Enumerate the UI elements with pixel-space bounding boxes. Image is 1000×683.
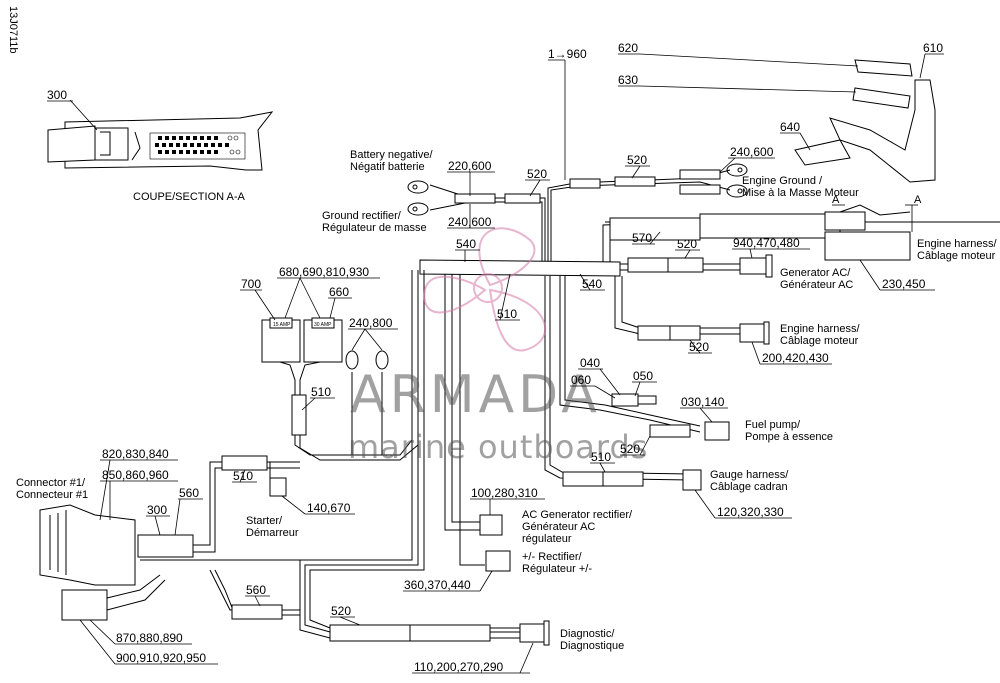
callout-230-450: 230,450	[882, 277, 926, 291]
label-starter-fr: Démarreur	[246, 527, 299, 539]
watermark-tagline: marine outboards	[348, 428, 648, 466]
callout-510-left: 510	[311, 385, 331, 399]
callout-570: 570	[632, 231, 652, 245]
label-engine-harness-2-en: Engine harness/	[780, 323, 860, 335]
label-ground-rect-en: Ground rectifier/	[322, 210, 402, 222]
ecu-connectors-top-right	[794, 59, 936, 261]
callout-630: 630	[618, 73, 638, 87]
callout-900: 900,910,920,950	[116, 651, 206, 665]
connector-pin-grid	[149, 132, 246, 160]
armada-watermark: ARMADA marine outboards	[348, 227, 648, 466]
callout-640: 640	[780, 120, 800, 134]
callout-700: 700	[241, 277, 261, 291]
callout-520-top: 520	[527, 167, 547, 181]
label-engine-harness-1-en: Engine harness/	[917, 238, 997, 250]
label-diagnostic-en: Diagnostic/	[560, 628, 615, 640]
callout-220-600: 220,600	[448, 159, 492, 173]
callout-120-320-330: 120,320,330	[717, 505, 784, 519]
fuse-block: 15 AMP 30 AMP	[261, 317, 343, 363]
label-ac-gen-rect-3: régulateur	[522, 533, 572, 545]
fuse-15-amp: 15 AMP	[273, 322, 291, 328]
callout-300-section: 300	[47, 88, 67, 102]
section-label: COUPE/SECTION A-A	[133, 191, 246, 203]
callout-540-b: 540	[582, 277, 602, 291]
callout-300-conn: 300	[147, 503, 167, 517]
leader-lines	[79, 53, 944, 674]
label-rectifier-en: +/- Rectifier/	[522, 551, 583, 563]
callout-360-370-440: 360,370,440	[404, 578, 471, 592]
label-connector1-en: Connector #1/	[16, 477, 86, 489]
callout-870: 870,880,890	[116, 631, 183, 645]
callout-030-140: 030,140	[681, 395, 725, 409]
label-engine-harness-2-fr: Câblage moteur	[780, 335, 859, 347]
callout-560-b: 560	[246, 583, 266, 597]
callout-110: 110,200,270,290	[414, 660, 504, 674]
label-ground-rect-fr: Régulateur de masse	[322, 222, 427, 234]
label-engine-ground-en: Engine Ground /	[742, 175, 823, 187]
label-gauge-harness-en: Gauge harness/	[710, 469, 789, 481]
label-fuel-pump-fr: Pompe à essence	[745, 431, 833, 443]
drawing-id: 13J0711b	[7, 6, 19, 54]
callout-850: 850,860,960	[102, 468, 169, 482]
label-battery-neg-fr: Négatif batterie	[350, 161, 425, 173]
callout-560-a: 560	[179, 486, 199, 500]
callout-620: 620	[618, 41, 638, 55]
callout-240-600-b: 240,600	[448, 215, 492, 229]
watermark-brand: ARMADA	[350, 365, 601, 425]
callout-520-mid: 520	[677, 237, 697, 251]
callout-610: 610	[923, 41, 943, 55]
label-ac-gen-rect-1: AC Generator rectifier/	[522, 509, 633, 521]
callout-100-280-310: 100,280,310	[471, 486, 538, 500]
label-connector1-fr: Connecteur #1	[16, 489, 88, 501]
callout-510-center: 510	[497, 307, 517, 321]
section-a-a-view: 300 COUPE/SECTION A-A	[47, 88, 274, 203]
callout-range-main: 1→960	[548, 47, 587, 61]
callout-540-a: 540	[456, 237, 476, 251]
callout-140-670: 140,670	[307, 501, 351, 515]
label-ac-gen-rect-2: Générateur AC	[522, 521, 595, 533]
fuse-30-amp: 30 AMP	[314, 322, 332, 328]
callout-510-starter: 510	[233, 469, 253, 483]
label-engine-ground-fr: Mise à la Masse Moteur	[742, 187, 859, 199]
callout-520-fuel: 520	[620, 442, 640, 456]
callout-200-420-430: 200,420,430	[762, 351, 829, 365]
label-fuel-pump-en: Fuel pump/	[745, 419, 801, 431]
component-labels: Battery negative/ Négatif batterie Groun…	[16, 149, 997, 652]
label-engine-harness-1-fr: Câblage moteur	[917, 250, 996, 262]
label-battery-neg-en: Battery negative/	[350, 149, 433, 161]
callout-820: 820,830,840	[102, 447, 169, 461]
callout-060: 060	[571, 373, 591, 387]
callout-660: 660	[329, 285, 349, 299]
section-marker-a-right: A	[914, 194, 922, 206]
label-generator-ac-fr: Générateur AC	[780, 279, 853, 291]
callout-numbers: 1→960 620 610 630 640 520 520 240,600 22…	[102, 41, 943, 674]
callout-520-bottom: 520	[331, 604, 351, 618]
connector-1-body	[39, 504, 166, 621]
section-marker-a-left: A	[832, 194, 840, 206]
label-starter-en: Starter/	[246, 515, 283, 527]
callout-040: 040	[580, 356, 600, 370]
callout-680: 680,690,810,930	[279, 265, 369, 279]
callout-050: 050	[633, 369, 653, 383]
propeller-logo-icon	[423, 227, 546, 352]
callout-510-gauge: 510	[591, 450, 611, 464]
callout-940-470-480: 940,470,480	[733, 236, 800, 250]
callout-240-800: 240,800	[349, 316, 393, 330]
callout-520-engine: 520	[689, 340, 709, 354]
label-diagnostic-fr: Diagnostique	[560, 640, 624, 652]
label-generator-ac-en: Generator AC/	[780, 267, 851, 279]
harness-wires	[137, 163, 1000, 646]
label-rectifier-fr: Régulateur +/-	[522, 563, 592, 575]
callout-240-600-a: 240,600	[730, 145, 774, 159]
label-gauge-harness-fr: Câblage cadran	[710, 481, 788, 493]
callout-520-top2: 520	[627, 153, 647, 167]
